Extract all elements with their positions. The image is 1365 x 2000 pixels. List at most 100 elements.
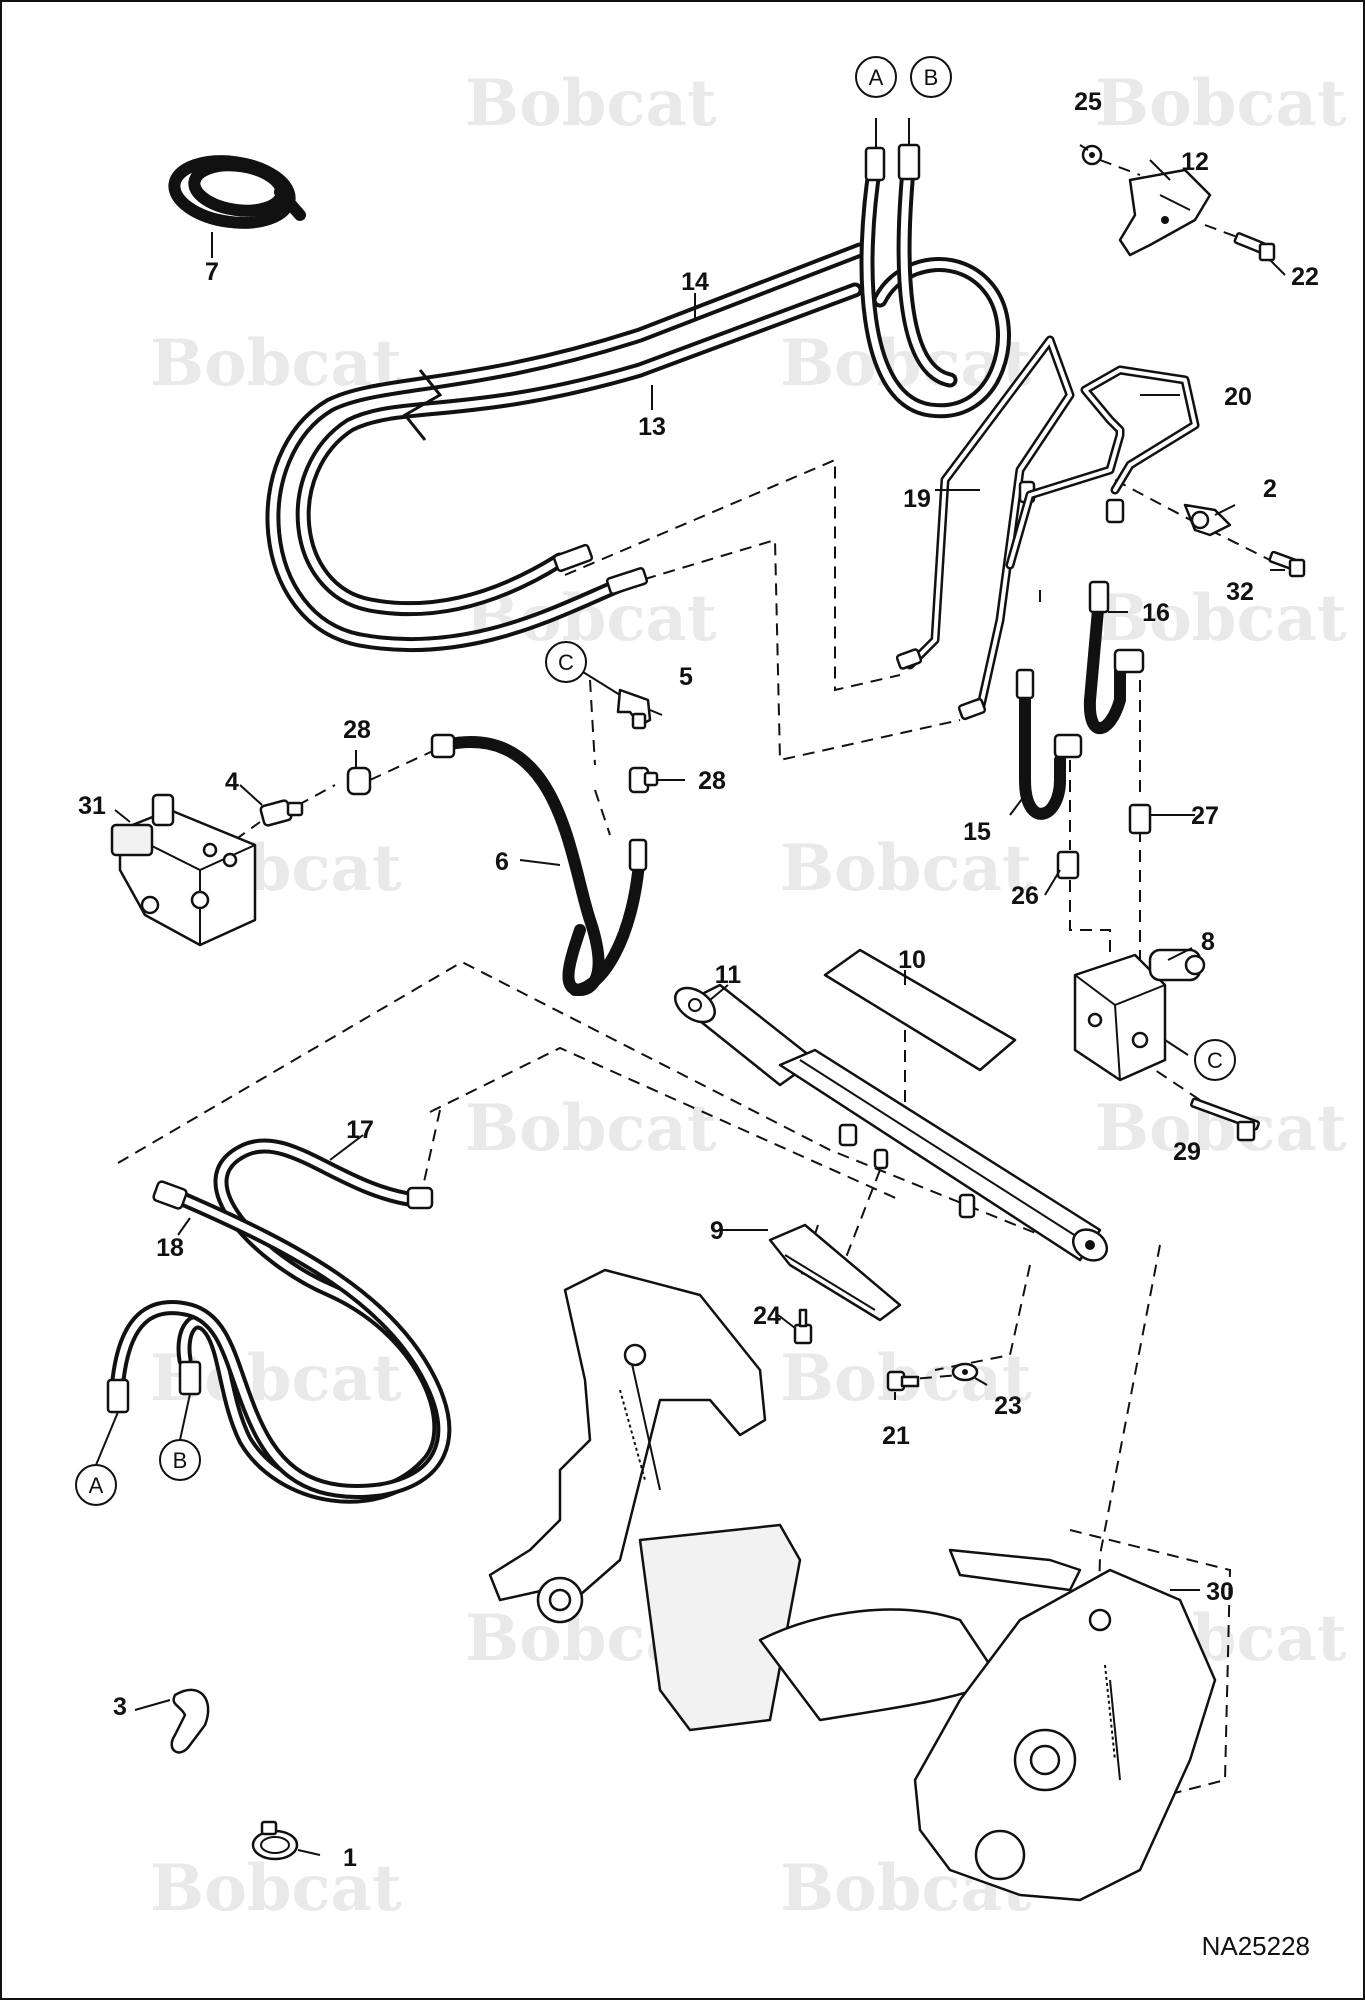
hose-fittings-ab-bottom	[95, 1360, 202, 1466]
dash-valve8-to-bolt29	[1139, 1059, 1201, 1101]
svg-text:B: B	[173, 1448, 188, 1473]
leader-lines	[114, 144, 1286, 1856]
callout-26: 26	[1011, 882, 1039, 910]
part-4-fitting	[259, 799, 304, 827]
callout-7: 7	[205, 258, 219, 286]
connector-c-left: C	[545, 641, 587, 683]
watermark-text: Bobcat	[465, 66, 717, 141]
part-28-tee-fitting	[628, 766, 659, 794]
part-21-pin	[886, 1370, 920, 1392]
watermark-row-1: Bobcat Bobcat	[465, 66, 1347, 141]
hose-14	[265, 242, 868, 653]
part-2-clip	[1183, 503, 1232, 537]
part-31-valve	[110, 793, 257, 947]
part-5-elbow	[616, 688, 652, 730]
callout-28b: 28	[698, 767, 726, 795]
dash-bracket12-to-bolt22	[1204, 224, 1246, 241]
connector-a-bottom: A	[75, 1464, 117, 1506]
hose-end-fittings	[552, 543, 649, 595]
callout-28a: 28	[343, 716, 371, 744]
watermark-row-4: Bobcat Bobcat	[150, 831, 1032, 906]
callout-9: 9	[710, 1217, 724, 1245]
connector-b-top: B	[910, 56, 952, 98]
hose-break-symbol	[402, 369, 443, 441]
callout-27: 27	[1191, 802, 1219, 830]
svg-text:C: C	[558, 650, 574, 675]
dash-clip2-to-bolt32	[1209, 529, 1271, 561]
callout-5: 5	[679, 663, 693, 691]
callout-8: 8	[1201, 928, 1215, 956]
dash-nut25-to-bracket12	[1099, 159, 1141, 176]
dash-hose17-end	[419, 1109, 441, 1201]
watermark-text: Bobcat	[1095, 1091, 1347, 1166]
callout-25: 25	[1074, 88, 1102, 116]
part-7-coiled-hose	[168, 155, 306, 229]
part-23-washer	[951, 1362, 979, 1382]
part-11-cylinder	[674, 983, 1109, 1262]
dash-hose13-to-tube19	[564, 458, 901, 692]
callout-18: 18	[156, 1234, 184, 1262]
part-30-tilt-frame	[488, 1268, 1217, 1902]
hose-13	[295, 282, 863, 616]
dash-hose17-to-cylinder	[429, 1046, 901, 1201]
tube-20	[1005, 365, 1200, 570]
watermark-text: Bobcat	[780, 831, 1032, 906]
connector-b-bottom: B	[159, 1439, 201, 1481]
watermark-row-8: Bobcat Bobcat	[150, 1851, 1032, 1926]
watermarks: Bobcat Bobcat Bobcat Bobcat Bobcat Bobca…	[150, 66, 1347, 1926]
callout-12: 12	[1181, 148, 1209, 176]
callout-24: 24	[753, 1302, 781, 1330]
callout-11: 11	[715, 961, 742, 989]
part-8-valve-block	[1073, 948, 1206, 1082]
connector-labels: A B A B C C	[75, 56, 1236, 1506]
part-27-fitting	[1128, 803, 1152, 835]
svg-text:A: A	[89, 1473, 104, 1498]
callout-3: 3	[113, 1693, 127, 1721]
callout-16: 16	[1142, 599, 1170, 627]
callout-20: 20	[1224, 383, 1252, 411]
dash-hose14-to-tube20	[624, 538, 961, 762]
callout-15: 15	[963, 818, 991, 846]
callout-4: 4	[225, 768, 239, 796]
watermark-text: Bobcat	[150, 1851, 402, 1926]
callout-13: 13	[638, 413, 666, 441]
callout-17: 17	[346, 1116, 374, 1144]
part-29-bolt	[1190, 1097, 1260, 1142]
callout-19: 19	[903, 485, 931, 513]
callout-30: 30	[1206, 1578, 1234, 1606]
drawing-code: NA25228	[1202, 1931, 1310, 1961]
part-17-hose	[176, 1138, 448, 1504]
part-3-strap	[170, 1688, 210, 1754]
callout-21: 21	[882, 1422, 910, 1450]
callout-14: 14	[681, 268, 709, 296]
callout-31: 31	[78, 792, 106, 820]
hose-15	[1015, 668, 1083, 820]
watermark-row-5: Bobcat Bobcat	[465, 1091, 1347, 1166]
callout-10: 10	[898, 946, 926, 974]
dash-pin-to-frame30	[1094, 1244, 1161, 1761]
callout-29: 29	[1173, 1138, 1201, 1166]
callout-1: 1	[343, 1844, 357, 1872]
dash-tee28-to-hose6	[594, 789, 611, 836]
part-26-fitting	[1056, 850, 1080, 880]
dash-tube20-to-clip2	[1114, 479, 1201, 526]
watermark-text: Bobcat	[1095, 581, 1347, 656]
callout-2: 2	[1263, 475, 1277, 503]
part-28-clamp	[346, 766, 372, 796]
part-22-bolt	[1233, 232, 1276, 262]
watermark-text: Bobcat	[465, 1091, 717, 1166]
callout-23: 23	[994, 1392, 1022, 1420]
dash-frame30-box	[1069, 1529, 1232, 1821]
part-12-bracket	[1118, 168, 1212, 257]
hose-16	[1083, 580, 1145, 734]
watermark-text: Bobcat	[1095, 66, 1347, 141]
callout-6: 6	[495, 848, 509, 876]
part-callouts: 7 14 13 25 12 22 20 19 2 32 16 5 28 28 4…	[78, 88, 1319, 1872]
dash-elbow5-to-tee28	[589, 679, 596, 766]
part-1-clamp	[251, 1820, 299, 1861]
part-10-shield	[823, 948, 1017, 1072]
dash-cylinder-to-guard9	[844, 1169, 881, 1261]
connector-c-right: C	[1194, 1039, 1236, 1081]
